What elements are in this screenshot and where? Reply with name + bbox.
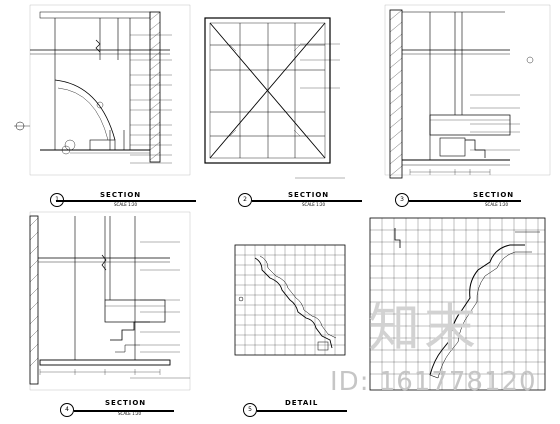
- panel-title: SECTION: [100, 191, 142, 199]
- panel-scale: SCALE 1:20: [485, 202, 509, 207]
- panel-3-drawing: [384, 4, 551, 179]
- caption-panel-2: 2 SECTION SCALE 1:20: [238, 191, 368, 209]
- panel-title: SECTION: [288, 191, 330, 199]
- caption-rule: [257, 410, 347, 412]
- panel-title: SECTION: [105, 399, 147, 407]
- caption-rule: [252, 200, 362, 202]
- caption-rule: [409, 200, 521, 202]
- caption-panel-3: 3 SECTION SCALE 1:20: [395, 191, 525, 209]
- panel-number: 3: [395, 193, 409, 207]
- panel-number: 2: [238, 193, 252, 207]
- panel-scale: SCALE 1:20: [118, 411, 142, 416]
- caption-panel-4: 4 SECTION SCALE 1:20: [60, 399, 200, 419]
- panel-scale: SCALE 1:20: [302, 202, 326, 207]
- panel-title: SECTION: [473, 191, 515, 199]
- caption-panel-1: 1 SECTION SCALE 1:20: [38, 191, 198, 209]
- caption-panel-5: 5 DETAIL: [243, 399, 353, 419]
- panel-6-drawing: [369, 217, 546, 391]
- panel-5-drawing: [234, 244, 346, 356]
- caption-rule: [74, 410, 174, 412]
- panel-number: 5: [243, 403, 257, 417]
- panel-scale: SCALE 1:20: [114, 202, 138, 207]
- panel-2-drawing: [204, 17, 345, 179]
- caption-rule: [56, 200, 196, 202]
- panel-1-drawing: [14, 4, 191, 176]
- panel-number: 4: [60, 403, 74, 417]
- panel-4-drawing: [29, 211, 191, 391]
- panel-title: DETAIL: [285, 399, 319, 407]
